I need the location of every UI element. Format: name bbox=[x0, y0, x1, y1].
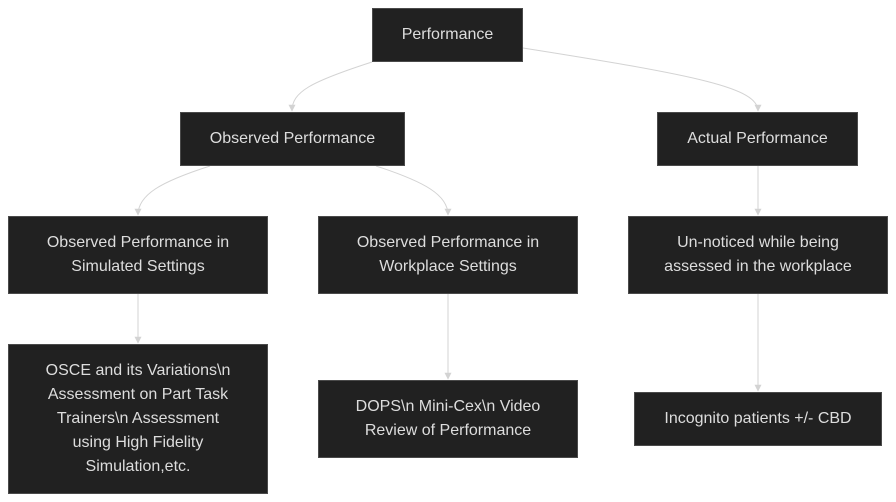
node-unnoticed-in-workplace: Un-noticed while being assessed in the w… bbox=[628, 216, 888, 294]
edge-observed-workplace bbox=[375, 165, 452, 216]
node-incognito-patients: Incognito patients +/- CBD bbox=[634, 392, 882, 446]
edge-observed-simulated bbox=[134, 165, 211, 216]
node-observed-performance: Observed Performance bbox=[180, 112, 405, 166]
node-observed-workplace-settings: Observed Performance in Workplace Settin… bbox=[318, 216, 578, 294]
node-observed-simulated-settings: Observed Performance in Simulated Settin… bbox=[8, 216, 268, 294]
node-performance: Performance bbox=[372, 8, 523, 62]
node-actual-performance: Actual Performance bbox=[657, 112, 858, 166]
edge-root-observed bbox=[288, 61, 373, 112]
node-dops-minicex: DOPS\n Mini-Cex\n Video Review of Perfor… bbox=[318, 380, 578, 458]
node-osce-variations: OSCE and its Variations\n Assessment on … bbox=[8, 344, 268, 494]
edge-root-actual bbox=[522, 47, 762, 112]
